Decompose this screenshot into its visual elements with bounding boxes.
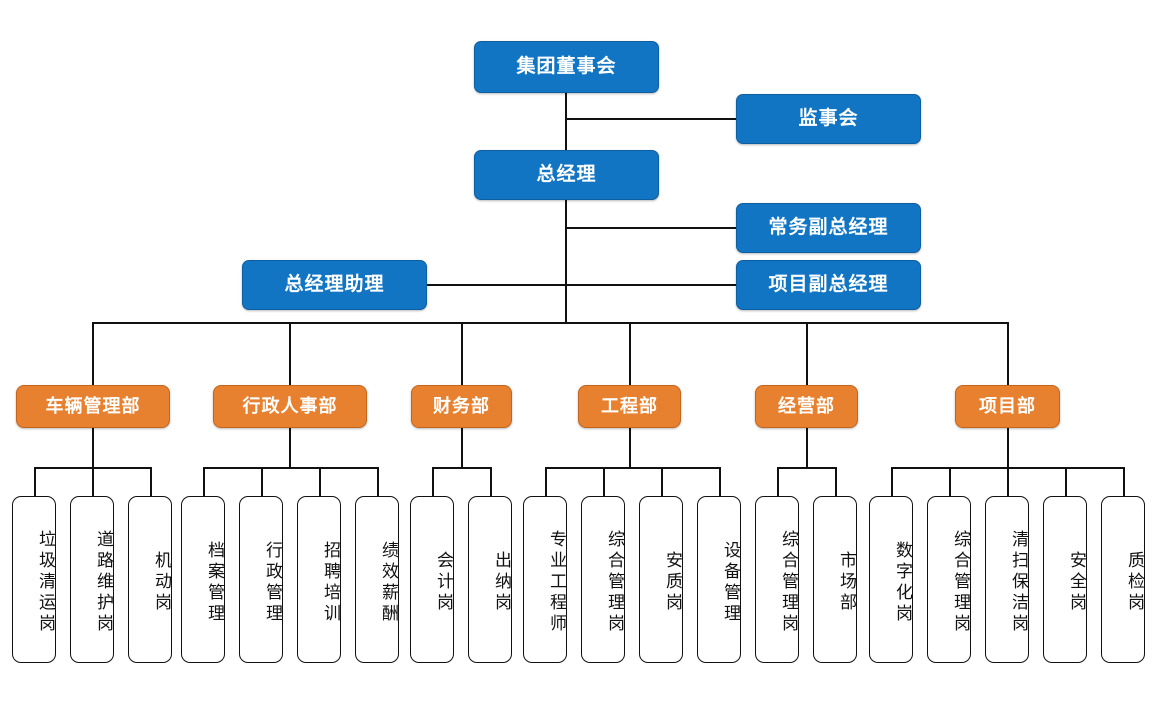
connector-dept2-leaf-3 (319, 467, 321, 496)
node-department-finance[interactable]: 财务部 (411, 385, 512, 428)
connector-drop-dept-5 (806, 322, 808, 385)
node-department-engineering[interactable]: 工程部 (578, 385, 681, 428)
node-department-operations[interactable]: 经营部 (755, 385, 858, 428)
node-project-vice-gm[interactable]: 项目副总经理 (736, 260, 921, 310)
connector-dept2-leaf-1 (203, 467, 205, 496)
node-department-admin-hr[interactable]: 行政人事部 (213, 385, 367, 428)
node-board[interactable]: 集团董事会 (474, 41, 659, 93)
connector-gm-to-exec-vice (565, 227, 736, 229)
connector-drop-dept-1 (92, 322, 94, 385)
node-position-waste-transport[interactable]: 垃圾清运岗 (12, 496, 56, 663)
node-supervisory-board[interactable]: 监事会 (736, 94, 921, 144)
node-position-safety-quality[interactable]: 安质岗 (639, 496, 683, 663)
connector-dept3-down (461, 427, 463, 467)
connector-drop-dept-3 (461, 322, 463, 385)
node-position-eng-general-management[interactable]: 综合管理岗 (581, 496, 625, 663)
connector-dept4-bus (545, 467, 720, 469)
node-executive-vice-gm[interactable]: 常务副总经理 (736, 203, 921, 253)
connector-dept6-leaf-3 (1007, 467, 1009, 496)
node-position-safety[interactable]: 安全岗 (1043, 496, 1087, 663)
node-position-accounting[interactable]: 会计岗 (410, 496, 454, 663)
node-position-ops-general-management[interactable]: 综合管理岗 (755, 496, 799, 663)
connector-dept4-down (629, 427, 631, 467)
connector-dept5-down (806, 427, 808, 467)
connector-dept5-leaf-2 (835, 467, 837, 496)
connector-dept1-leaf-2 (92, 467, 94, 496)
connector-department-bus (92, 322, 1008, 324)
connector-drop-dept-2 (289, 322, 291, 385)
connector-dept6-down (1007, 427, 1009, 467)
connector-dept1-leaf-1 (34, 467, 36, 496)
connector-gm-to-project-vice (565, 284, 736, 286)
connector-dept3-leaf-1 (432, 467, 434, 496)
node-position-recruitment-training[interactable]: 招聘培训 (297, 496, 341, 663)
connector-dept4-leaf-2 (603, 467, 605, 496)
connector-dept2-leaf-4 (377, 467, 379, 496)
node-position-cashier[interactable]: 出纳岗 (468, 496, 512, 663)
connector-dept2-bus (203, 467, 378, 469)
connector-dept1-down (92, 427, 94, 467)
node-department-project[interactable]: 项目部 (955, 385, 1060, 428)
connector-board-to-supervisory (565, 118, 736, 120)
node-position-records-management[interactable]: 档案管理 (181, 496, 225, 663)
connector-dept2-down (289, 427, 291, 467)
node-position-administration[interactable]: 行政管理 (239, 496, 283, 663)
connector-board-to-gm (565, 92, 567, 150)
connector-dept6-leaf-5 (1123, 467, 1125, 496)
connector-dept4-leaf-3 (661, 467, 663, 496)
node-position-market-department[interactable]: 市场部 (813, 496, 857, 663)
connector-dept5-leaf-1 (777, 467, 779, 496)
node-position-cleaning-sanitation[interactable]: 清扫保洁岗 (985, 496, 1029, 663)
node-position-equipment-management[interactable]: 设备管理 (697, 496, 741, 663)
node-position-digitalization[interactable]: 数字化岗 (869, 496, 913, 663)
node-position-mobile-duty[interactable]: 机动岗 (128, 496, 172, 663)
connector-gm-down (565, 199, 567, 323)
connector-dept5-bus (777, 467, 836, 469)
connector-dept6-leaf-2 (949, 467, 951, 496)
connector-dept2-leaf-2 (261, 467, 263, 496)
node-position-professional-engineer[interactable]: 专业工程师 (523, 496, 567, 663)
node-position-proj-general-management[interactable]: 综合管理岗 (927, 496, 971, 663)
connector-dept6-leaf-4 (1065, 467, 1067, 496)
node-gm-assistant[interactable]: 总经理助理 (242, 260, 427, 310)
node-general-manager[interactable]: 总经理 (474, 150, 659, 200)
node-position-quality-inspection[interactable]: 质检岗 (1101, 496, 1145, 663)
connector-drop-dept-6 (1007, 322, 1009, 385)
connector-dept6-leaf-1 (891, 467, 893, 496)
connector-dept4-leaf-1 (545, 467, 547, 496)
connector-dept3-leaf-2 (490, 467, 492, 496)
node-position-road-maintenance[interactable]: 道路维护岗 (70, 496, 114, 663)
connector-dept4-leaf-4 (719, 467, 721, 496)
connector-dept1-leaf-3 (150, 467, 152, 496)
connector-dept3-bus (432, 467, 491, 469)
connector-drop-dept-4 (629, 322, 631, 385)
node-position-performance-compensation[interactable]: 绩效薪酬 (355, 496, 399, 663)
node-department-vehicle[interactable]: 车辆管理部 (16, 385, 170, 428)
connector-gm-to-assistant (427, 284, 565, 286)
